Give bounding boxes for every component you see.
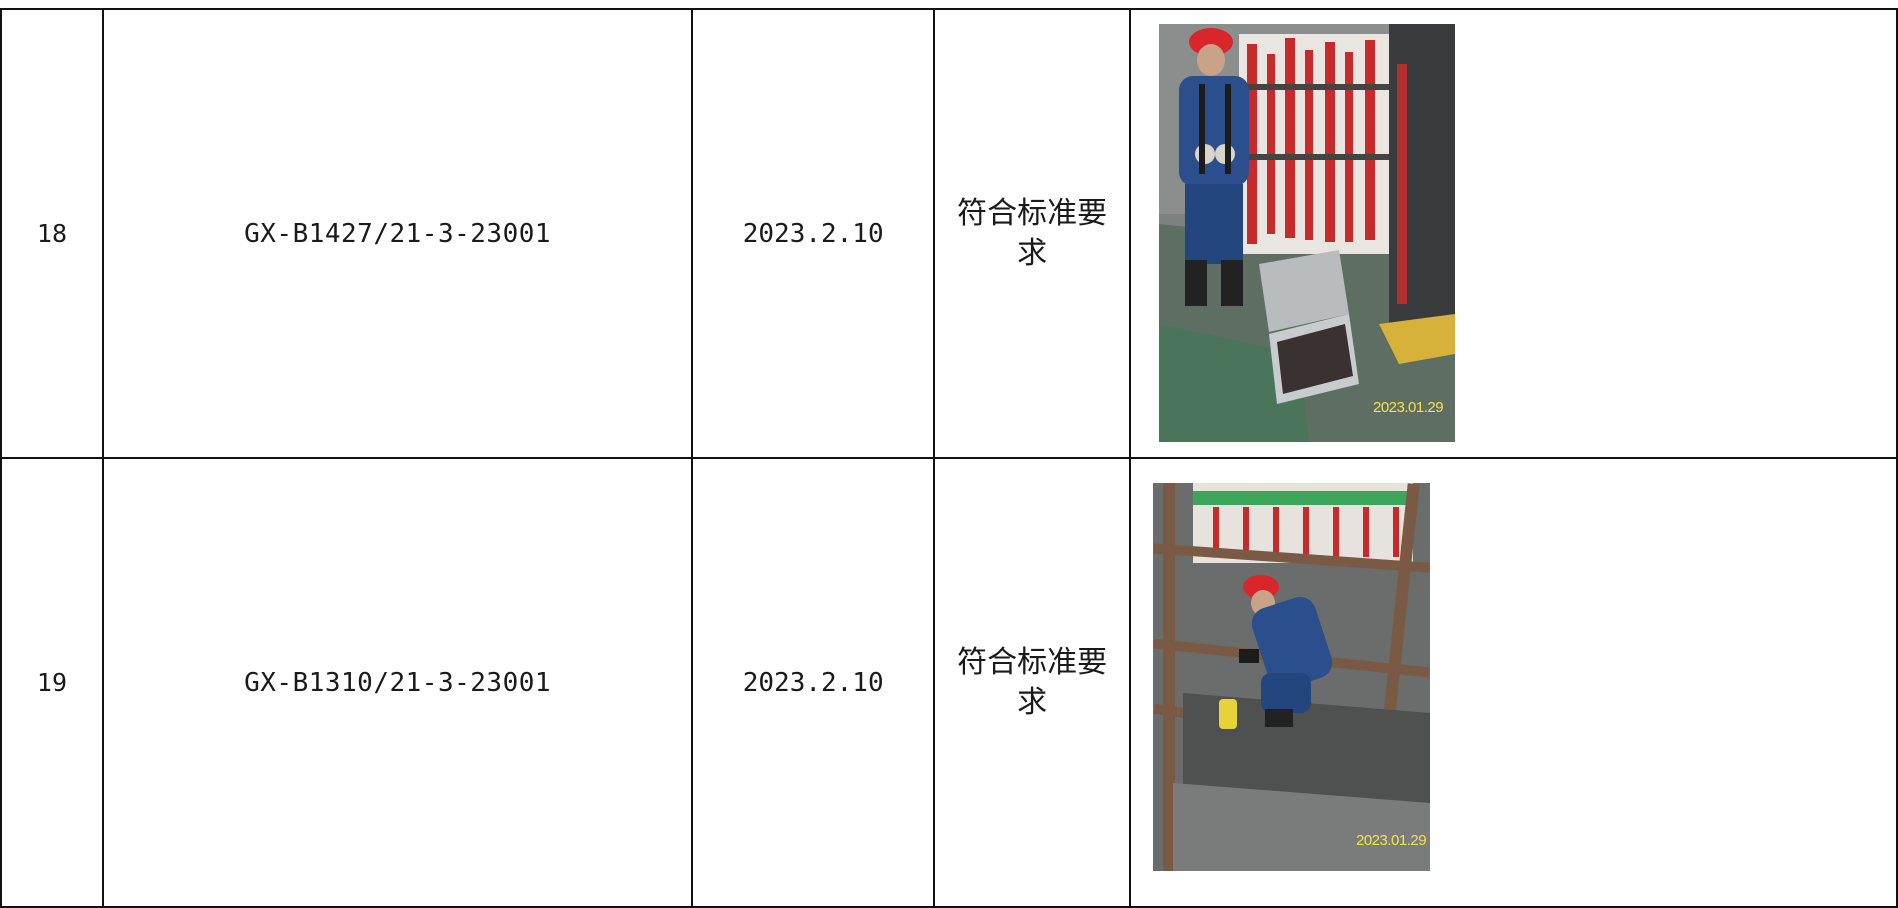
site-photo-drawing [1153,483,1431,871]
result-cell: 符合标准要求 [933,8,1132,459]
inspection-result: 符合标准要求 [957,644,1108,720]
table-row: 19 GX-B1310/21-3-23001 2023.2.10 符合标准要求 [0,457,1898,908]
site-photo: 2023.01.29 [1153,483,1431,871]
result-cell: 符合标准要求 [933,457,1132,908]
table-row: 18 GX-B1427/21-3-23001 2023.2.10 符合标准要求 [0,8,1898,459]
photo-cell: 2023.01.29 [1129,8,1898,459]
row-index: 18 [0,8,104,459]
equipment-code: GX-B1427/21-3-23001 [101,8,694,459]
inspection-date: 2023.2.10 [691,8,936,459]
row-index: 19 [0,457,104,908]
photo-cell: 2023.01.29 [1129,457,1898,908]
equipment-code: GX-B1310/21-3-23001 [101,457,694,908]
inspection-table: 18 GX-B1427/21-3-23001 2023.2.10 符合标准要求 [0,8,1898,908]
photo-timestamp: 2023.01.29 [1355,832,1427,849]
photo-timestamp: 2023.01.29 [1372,399,1444,416]
site-photo-drawing [1159,24,1456,442]
site-photo: 2023.01.29 [1159,24,1456,442]
inspection-date: 2023.2.10 [691,457,936,908]
inspection-result: 符合标准要求 [957,195,1108,271]
